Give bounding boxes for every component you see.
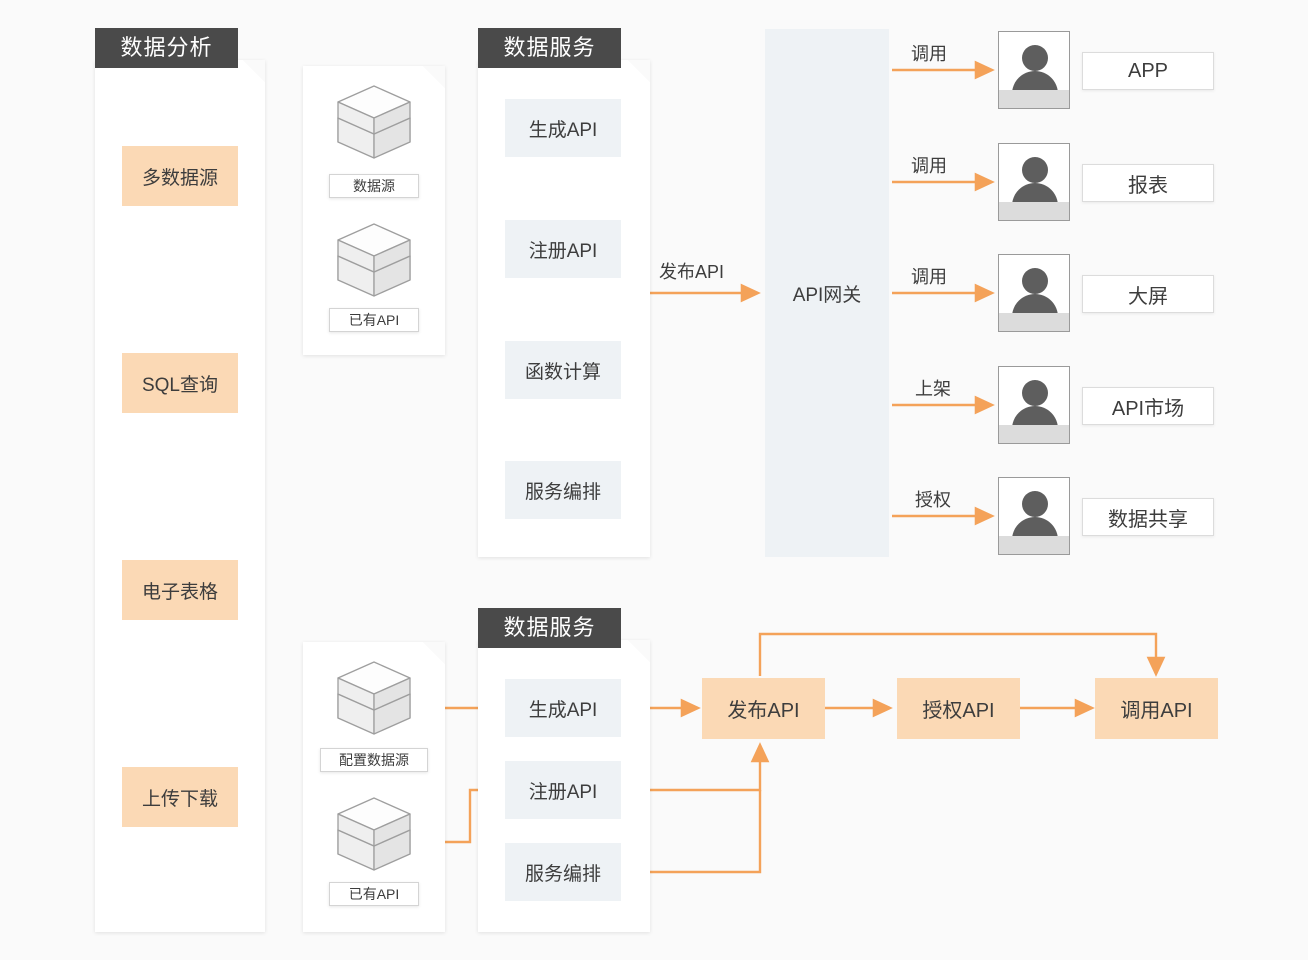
person-icon bbox=[1012, 380, 1058, 429]
avatar-base-band bbox=[999, 201, 1069, 220]
label-text: APP bbox=[1127, 59, 1169, 82]
label-text: 授权 bbox=[915, 490, 951, 510]
stacked-cube-icon bbox=[337, 661, 411, 735]
service-chip-register-api-bottom[interactable]: 注册API bbox=[505, 761, 621, 819]
service-chip-service-orchestration[interactable]: 服务编排 bbox=[505, 461, 621, 519]
icon-label-configure-datasource: 配置数据源 bbox=[320, 748, 428, 772]
label-text: 配置数据源 bbox=[339, 752, 409, 768]
label-text: 调用 bbox=[911, 267, 947, 287]
chip-label: 上传下载 bbox=[141, 788, 218, 810]
person-icon bbox=[1012, 491, 1058, 540]
chip-label: 授权API bbox=[922, 700, 995, 722]
tab-label: 数据分析 bbox=[120, 35, 213, 60]
label-text: 报表 bbox=[1128, 174, 1168, 197]
person-icon bbox=[1012, 157, 1058, 206]
chip-label: 生成API bbox=[528, 119, 598, 141]
label-text: 数据共享 bbox=[1108, 508, 1188, 531]
chip-label: 函数计算 bbox=[524, 361, 601, 383]
person-icon bbox=[1012, 268, 1058, 317]
consumer-avatar-app bbox=[998, 31, 1070, 109]
arrow-label-consumer-2: 调用 bbox=[911, 263, 947, 289]
label-text: 数据源 bbox=[353, 178, 395, 194]
label-text: 已有API bbox=[348, 886, 400, 902]
arrow-label-consumer-0: 调用 bbox=[911, 40, 947, 66]
feature-chip-upload-download[interactable]: 上传下载 bbox=[122, 767, 238, 827]
icon-stacked-cubes-configure-datasource bbox=[332, 660, 416, 752]
arrow-label-consumer-1: 调用 bbox=[911, 152, 947, 178]
api-gateway-column[interactable]: API网关 bbox=[765, 29, 889, 557]
consumer-label-app[interactable]: APP bbox=[1082, 52, 1214, 90]
service-chip-register-api[interactable]: 注册API bbox=[505, 220, 621, 278]
feature-chip-sql-query[interactable]: SQL查询 bbox=[122, 353, 238, 413]
chip-label: 调用API bbox=[1120, 700, 1193, 722]
stacked-cube-icon bbox=[337, 85, 411, 159]
tab-data-analysis[interactable]: 数据分析 bbox=[95, 28, 238, 68]
consumer-avatar-data-share bbox=[998, 477, 1070, 555]
service-chip-service-orchestration-bottom[interactable]: 服务编排 bbox=[505, 843, 621, 901]
stacked-cube-icon bbox=[337, 797, 411, 871]
arrow-label-consumer-3: 上架 bbox=[915, 375, 951, 401]
tab-label: 数据服务 bbox=[503, 615, 596, 640]
tab-data-service-bottom[interactable]: 数据服务 bbox=[478, 608, 621, 648]
consumer-label-report[interactable]: 报表 bbox=[1082, 164, 1214, 202]
panel-fold-corner bbox=[243, 60, 265, 82]
label-text: 已有API bbox=[348, 312, 400, 328]
chip-label: 多数据源 bbox=[141, 167, 218, 189]
chip-label: 生成API bbox=[528, 699, 598, 721]
feature-chip-multi-source[interactable]: 多数据源 bbox=[122, 146, 238, 206]
flow-step-publish-api[interactable]: 发布API bbox=[702, 678, 825, 739]
panel-fold-corner bbox=[628, 640, 650, 662]
icon-label-existing-api-bottom: 已有API bbox=[329, 882, 419, 906]
gateway-label: API网关 bbox=[792, 284, 862, 306]
consumer-avatar-report bbox=[998, 143, 1070, 221]
flow-step-invoke-api[interactable]: 调用API bbox=[1095, 678, 1218, 739]
avatar-base-band bbox=[999, 89, 1069, 108]
tab-label: 数据服务 bbox=[503, 35, 596, 60]
service-chip-generate-api[interactable]: 生成API bbox=[505, 99, 621, 157]
feature-chip-spreadsheet[interactable]: 电子表格 bbox=[122, 560, 238, 620]
icon-label-existing-api: 已有API bbox=[329, 308, 419, 332]
icon-stacked-cubes-existing-api bbox=[332, 222, 416, 314]
service-chip-generate-api-bottom[interactable]: 生成API bbox=[505, 679, 621, 737]
panel-fold-corner bbox=[423, 66, 445, 88]
consumer-avatar-api-market bbox=[998, 366, 1070, 444]
chip-label: SQL查询 bbox=[141, 374, 219, 396]
label-text: 调用 bbox=[911, 44, 947, 64]
chip-label: 注册API bbox=[528, 781, 598, 803]
chip-label: 注册API bbox=[528, 240, 598, 262]
label-text: API市场 bbox=[1111, 397, 1185, 420]
icon-stacked-cubes-existing-api-bottom bbox=[332, 796, 416, 888]
label-text: 发布API bbox=[659, 262, 725, 282]
service-chip-function-compute[interactable]: 函数计算 bbox=[505, 341, 621, 399]
stacked-cube-icon bbox=[337, 223, 411, 297]
flow-step-authorize-api[interactable]: 授权API bbox=[897, 678, 1020, 739]
person-icon bbox=[1012, 45, 1058, 94]
consumer-label-bigscreen[interactable]: 大屏 bbox=[1082, 275, 1214, 313]
icon-stacked-cubes-datasource bbox=[332, 84, 416, 176]
arrow-label-publish-api: 发布API bbox=[659, 258, 724, 284]
chip-label: 服务编排 bbox=[524, 863, 601, 885]
consumer-avatar-bigscreen bbox=[998, 254, 1070, 332]
avatar-base-band bbox=[999, 535, 1069, 554]
label-text: 上架 bbox=[915, 379, 951, 399]
panel-fold-corner bbox=[423, 642, 445, 664]
avatar-base-band bbox=[999, 424, 1069, 443]
chip-label: 电子表格 bbox=[141, 581, 218, 603]
icon-label-datasource: 数据源 bbox=[329, 174, 419, 198]
tab-data-service-top[interactable]: 数据服务 bbox=[478, 28, 621, 68]
avatar-base-band bbox=[999, 312, 1069, 331]
label-text: 大屏 bbox=[1128, 285, 1168, 308]
label-text: 调用 bbox=[911, 156, 947, 176]
panel-fold-corner bbox=[628, 60, 650, 82]
arrow-label-consumer-4: 授权 bbox=[915, 486, 951, 512]
consumer-label-data-share[interactable]: 数据共享 bbox=[1082, 498, 1214, 536]
consumer-label-api-market[interactable]: API市场 bbox=[1082, 387, 1214, 425]
chip-label: 服务编排 bbox=[524, 481, 601, 503]
chip-label: 发布API bbox=[727, 700, 800, 722]
